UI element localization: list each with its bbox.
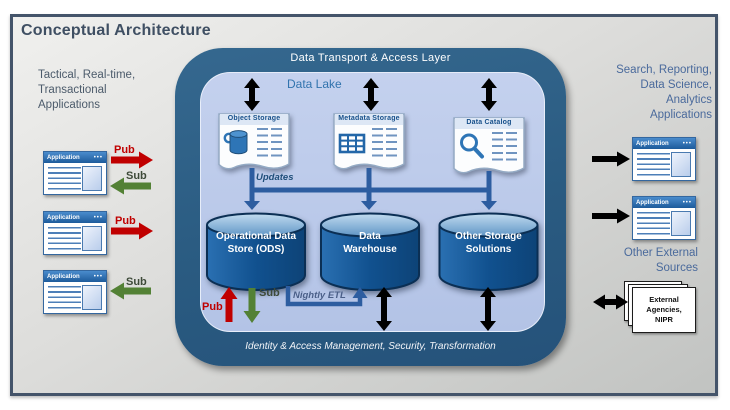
- table-grid-icon: [338, 133, 366, 154]
- metadata-storage-label: Metadata Storage: [335, 114, 403, 125]
- window-content-pane: [82, 284, 102, 310]
- sub-label-1: Sub: [126, 170, 147, 182]
- other-storage-cylinder: [438, 212, 539, 292]
- data-catalog-label: Data Catalog: [455, 118, 523, 129]
- left-applications-heading: Tactical, Real-time, Transactional Appli…: [38, 69, 136, 112]
- window-titlebar: Application •••: [633, 197, 695, 208]
- object-storage-label: Object Storage: [220, 114, 288, 125]
- window-menu-dots-icon: •••: [93, 273, 103, 280]
- window-title: Application: [636, 199, 669, 206]
- document-text-lines: [372, 128, 397, 161]
- window-titlebar: Application •••: [633, 138, 695, 149]
- window-title: Application: [47, 214, 80, 221]
- transport-layer-label: Data Transport & Access Layer: [290, 52, 451, 64]
- ods-label: Operational Data Store (ODS): [215, 231, 297, 255]
- other-storage-label: Other Storage Solutions: [455, 231, 522, 255]
- window-content-pane: [671, 210, 691, 236]
- metadata-storage-document: Metadata Storage: [333, 112, 405, 174]
- window-title: Application: [47, 273, 80, 280]
- window-title: Application: [636, 140, 669, 147]
- data-transport-access-layer: Data Transport & Access Layer Data Lake …: [175, 48, 566, 366]
- external-agencies-label: External Agencies, NIPR: [632, 287, 696, 333]
- window-text-lines: [637, 153, 670, 176]
- window-menu-dots-icon: •••: [93, 154, 103, 161]
- right-app-window-2: Application •••: [632, 196, 696, 240]
- window-content-pane: [82, 165, 102, 191]
- window-titlebar: Application •••: [44, 212, 106, 223]
- data-warehouse-cylinder: [320, 212, 420, 292]
- window-menu-dots-icon: •••: [682, 140, 692, 147]
- window-text-lines: [637, 212, 670, 235]
- left-app-window-1: Application •••: [43, 151, 107, 195]
- page-title: Conceptual Architecture: [21, 22, 211, 39]
- right-applications-heading: Search, Reporting, Data Science, Analyti…: [616, 64, 712, 121]
- window-menu-dots-icon: •••: [93, 214, 103, 221]
- window-content-pane: [671, 151, 691, 177]
- window-titlebar: Application •••: [44, 152, 106, 163]
- ods-pub-label: Pub: [202, 301, 223, 313]
- window-menu-dots-icon: •••: [682, 199, 692, 206]
- identity-access-label: Identity & Access Management, Security, …: [245, 341, 496, 352]
- sub-label-3: Sub: [126, 276, 147, 288]
- window-content-pane: [82, 225, 102, 251]
- external-sources-documents: External Agencies, NIPR: [624, 281, 698, 333]
- left-app-window-2: Application •••: [43, 211, 107, 255]
- window-text-lines: [48, 286, 81, 309]
- ods-cylinder: [206, 212, 306, 292]
- window-text-lines: [48, 167, 81, 190]
- nightly-etl-label: Nightly ETL: [293, 290, 346, 301]
- data-lake-region: Data Lake: [200, 72, 545, 332]
- window-text-lines: [48, 227, 81, 250]
- object-storage-document: Object Storage: [218, 112, 290, 174]
- left-app-window-3: Application •••: [43, 270, 107, 314]
- pub-label-2: Pub: [115, 215, 136, 227]
- window-title: Application: [47, 154, 80, 161]
- pub-label-1: Pub: [114, 144, 135, 156]
- document-text-lines: [257, 128, 282, 161]
- data-lake-label: Data Lake: [287, 77, 342, 91]
- right-app-window-1: Application •••: [632, 137, 696, 181]
- data-warehouse-label: Data Warehouse: [343, 231, 397, 255]
- document-text-lines: [492, 132, 517, 165]
- other-external-sources-heading: Other External Sources: [623, 247, 698, 274]
- magnifier-icon: [460, 133, 484, 159]
- window-titlebar: Application •••: [44, 271, 106, 282]
- updates-label: Updates: [256, 172, 294, 183]
- bucket-icon: [223, 130, 248, 155]
- ods-sub-label: Sub: [259, 287, 280, 299]
- data-catalog-document: Data Catalog: [453, 116, 525, 178]
